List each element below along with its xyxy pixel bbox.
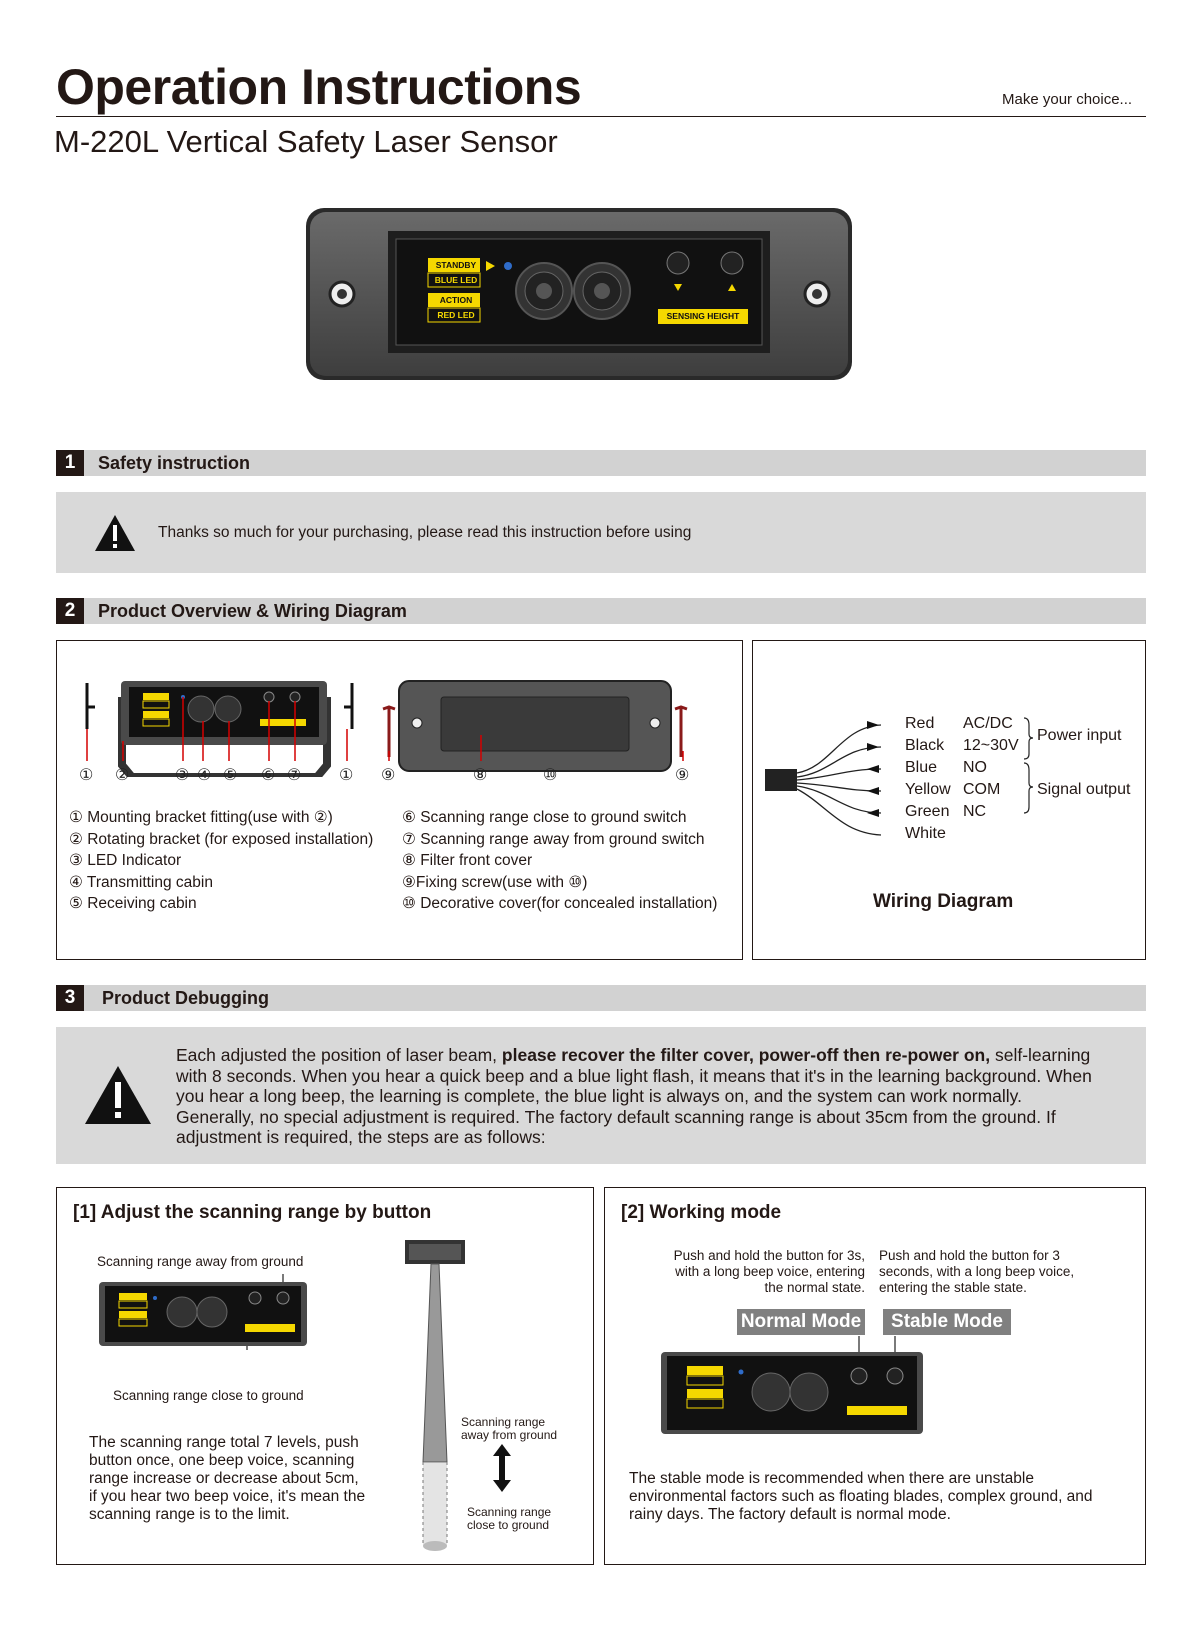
- header-rule: [56, 116, 1146, 117]
- wire-color: Yellow: [905, 781, 951, 798]
- debug-intro-pre: Each adjusted the position of laser beam…: [176, 1045, 502, 1065]
- normal-mode-desc: Push and hold the button for 3s, with a …: [673, 1248, 865, 1295]
- normal-mode-label: Normal Mode: [737, 1309, 865, 1335]
- blue-led-label: BLUE LED: [434, 275, 478, 285]
- working-mode-body: The stable mode is recommended when ther…: [629, 1470, 1093, 1523]
- wire-signal: NO: [963, 759, 987, 776]
- working-mode-title: [2] Working mode: [621, 1202, 782, 1223]
- wiring-panel: Red Black Blue Yellow Green White AC/DC …: [752, 640, 1146, 960]
- device-small-image-1: [99, 1274, 307, 1350]
- callout-5: ⑤: [223, 767, 238, 784]
- signal-output-label: Signal output: [1037, 781, 1131, 798]
- up-down-arrow-icon: [493, 1444, 511, 1492]
- legend-right: ⑥ Scanning range close to ground switch …: [402, 807, 717, 915]
- legend-item: ③ LED Indicator: [69, 852, 182, 869]
- section-3-title: Product Debugging: [102, 988, 269, 1008]
- away-from-ground-label: Scanning range away from ground: [97, 1254, 304, 1269]
- exposed-install-image: [85, 681, 354, 777]
- close-to-ground-label: Scanning range close to ground: [113, 1388, 304, 1403]
- wiring-diagram-title: Wiring Diagram: [873, 891, 1014, 912]
- warning-icon: [95, 515, 135, 551]
- beam-close-label: Scanning range close to ground: [467, 1505, 552, 1532]
- page-title: Operation Instructions: [56, 59, 582, 115]
- wire-signal: 12~30V: [963, 737, 1019, 754]
- adjust-range-title: [1] Adjust the scanning range by button: [73, 1202, 432, 1223]
- legend-item: ⑨Fixing screw(use with ⑩): [402, 873, 588, 891]
- callout-8: ⑧: [473, 767, 488, 784]
- device-small-image-2: [661, 1336, 923, 1434]
- leader-lines: [86, 697, 684, 761]
- section-1-title: Safety instruction: [98, 453, 251, 473]
- adjust-range-body: The scanning range total 7 levels, push …: [89, 1434, 366, 1523]
- power-input-label: Power input: [1037, 727, 1122, 744]
- legend-left: ① Mounting bracket fitting(use with ②) ②…: [69, 807, 373, 915]
- action-label: ACTION: [439, 295, 473, 305]
- callout-6: ⑥: [261, 767, 276, 784]
- debug-intro: Each adjusted the position of laser beam…: [176, 1045, 1096, 1148]
- adjust-range-panel: [1] Adjust the scanning range by button …: [56, 1187, 594, 1565]
- working-mode-panel: [2] Working mode Push and hold the butto…: [604, 1187, 1146, 1565]
- device-front-image: [306, 208, 852, 380]
- wire-signal: AC/DC: [963, 715, 1013, 732]
- callout-9: ⑨: [381, 767, 396, 784]
- debug-box: Each adjusted the position of laser beam…: [56, 1027, 1146, 1164]
- callout-1b: ①: [339, 767, 354, 784]
- callout-1: ①: [79, 767, 94, 784]
- legend-item: ② Rotating bracket (for exposed installa…: [69, 830, 374, 848]
- legend-item: ① Mounting bracket fitting(use with ②): [69, 809, 333, 826]
- callout-7: ⑦: [287, 767, 302, 784]
- red-led-label: RED LED: [437, 310, 475, 320]
- overview-panel: ① ② ③ ④ ⑤ ⑥ ⑦ ① ⑨ ⑧ ⑩ ⑨ ① Mounting brack…: [56, 640, 743, 960]
- section-2-header: 2 Product Overview & Wiring Diagram: [56, 598, 1146, 624]
- section-3-number: 3: [56, 985, 84, 1011]
- laser-beam-image: [405, 1240, 465, 1551]
- legend-item: ⑤ Receiving cabin: [69, 895, 197, 912]
- beam-away-label: Scanning range away from ground: [461, 1415, 558, 1442]
- section-1-number: 1: [56, 450, 84, 476]
- section-3-header: 3 Product Debugging: [56, 985, 1146, 1011]
- wire-signal: NC: [963, 803, 987, 820]
- legend-item: ⑦ Scanning range away from ground switch: [402, 830, 705, 848]
- safety-text: Thanks so much for your purchasing, plea…: [158, 524, 692, 541]
- legend-item: ④ Transmitting cabin: [69, 873, 213, 891]
- tagline: Make your choice...: [1002, 91, 1133, 108]
- safety-box: Thanks so much for your purchasing, plea…: [56, 492, 1146, 573]
- wire-color: Green: [905, 803, 950, 820]
- concealed-install-image: [382, 680, 688, 772]
- warning-icon: [85, 1066, 151, 1124]
- wire-color: Black: [905, 737, 945, 754]
- callout-3: ③: [175, 767, 190, 784]
- debug-intro-bold: please recover the filter cover, power-o…: [501, 1045, 991, 1065]
- wire-bundle-image: [765, 721, 882, 836]
- debug-intro-post: self-learning with 8 seconds. When you h…: [176, 1045, 1092, 1147]
- product-subtitle: M-220L Vertical Safety Laser Sensor: [54, 124, 558, 159]
- wire-color: White: [905, 825, 946, 842]
- wire-color: Blue: [905, 759, 938, 776]
- stable-mode-desc: Push and hold the button for 3 seconds, …: [879, 1248, 1075, 1295]
- wire-color: Red: [905, 715, 935, 732]
- wire-signal: COM: [963, 781, 1001, 798]
- stable-mode-label: Stable Mode: [883, 1309, 1011, 1335]
- legend-item: ⑩ Decorative cover(for concealed install…: [402, 895, 718, 912]
- brace-lines: [1023, 717, 1034, 814]
- standby-label: STANDBY: [435, 260, 477, 270]
- callout-4: ④: [197, 767, 212, 784]
- sensing-height-label: SENSING HEIGHT: [666, 311, 740, 321]
- callout-9b: ⑨: [675, 767, 690, 784]
- legend-item: ⑥ Scanning range close to ground switch: [402, 809, 687, 826]
- callout-2: ②: [115, 767, 130, 784]
- section-2-number: 2: [56, 598, 84, 624]
- section-2-title: Product Overview & Wiring Diagram: [98, 601, 407, 621]
- callout-10: ⑩: [543, 767, 558, 784]
- section-1-header: 1 Safety instruction: [56, 450, 1146, 476]
- legend-item: ⑧ Filter front cover: [402, 852, 533, 869]
